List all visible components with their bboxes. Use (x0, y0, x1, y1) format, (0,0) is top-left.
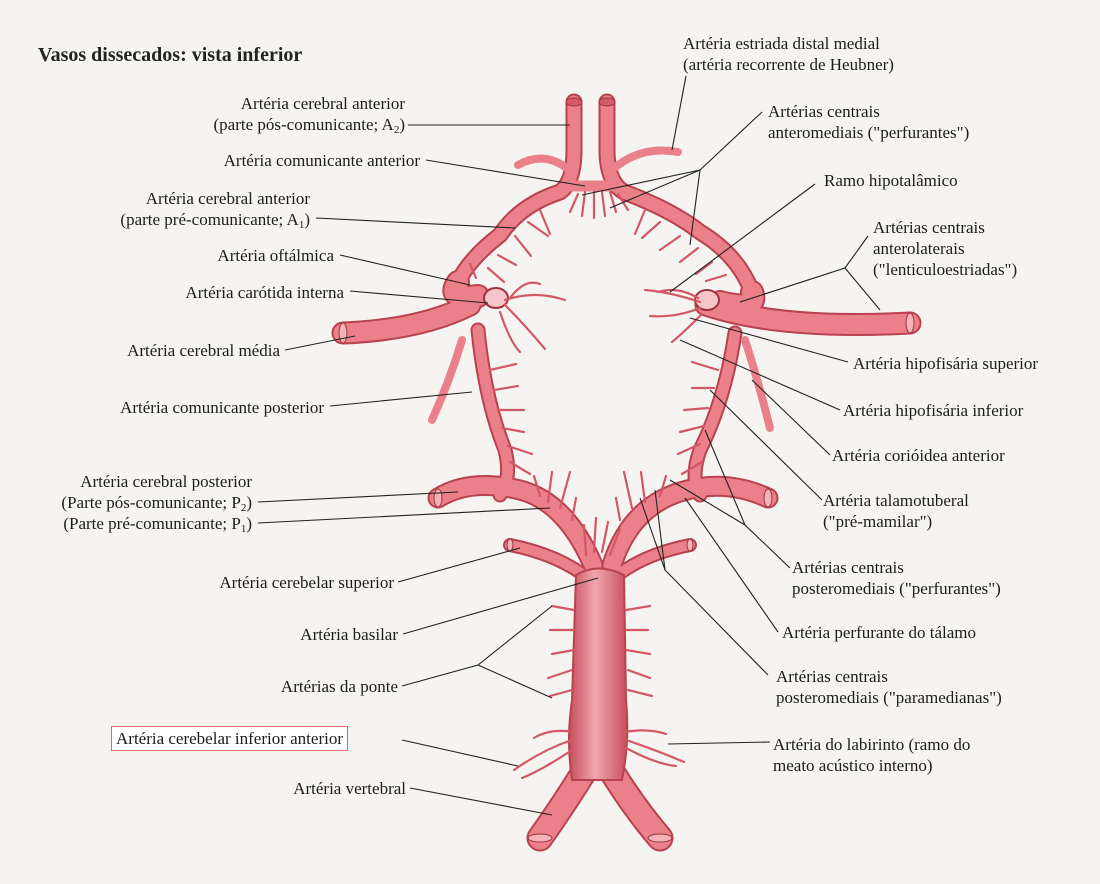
artery-fills (333, 95, 920, 850)
label-centrais-posteromediais-perfurantes: Artérias centrais posteromediais ("perfu… (792, 558, 1001, 598)
label-estriada-distal-medial: Artéria estriada distal medial (artéria … (683, 34, 894, 74)
label-hipofisaria-superior: Artéria hipofisária superior (853, 354, 1039, 373)
aca-right (600, 95, 759, 299)
vertebral-right (602, 763, 672, 850)
aca-right-end (598, 97, 616, 107)
label-hipofisaria-inferior: Artéria hipofisária inferior (843, 401, 1024, 420)
perforator-branch (568, 190, 630, 220)
leader-carotida (349, 290, 489, 304)
leader-ponte (401, 605, 553, 699)
leader-labirinto (667, 741, 771, 745)
leader-centrais-pmed (639, 489, 769, 676)
label-centrais-anterolaterais: Artérias centrais anterolaterais ("lenti… (873, 218, 1018, 279)
label-perfurante-talamo: Artéria perfurante do tálamo (782, 623, 976, 642)
label-labirinto: Artéria do labirinto (ramo do meato acús… (773, 735, 971, 775)
ica-right-end (694, 289, 720, 311)
leader-comunicante-anterior (425, 159, 586, 187)
label-vertebral: Artéria vertebral (293, 779, 406, 798)
perforator-branch (643, 288, 704, 344)
heubner-artery (608, 146, 682, 174)
leader-estriada (671, 75, 687, 151)
perforator-branch (614, 470, 668, 522)
leader-perfurante-talamo (684, 497, 779, 633)
leader-talamotuberal (709, 389, 823, 501)
leader-vertebral (409, 787, 553, 816)
leader-cerebelar-inferior-anterior (401, 739, 519, 767)
leader-cerebelar-superior (397, 547, 521, 583)
mca-right (696, 295, 920, 335)
leader-cerebral-media (284, 335, 356, 351)
choroidal-right (741, 336, 774, 432)
pca-left (429, 477, 602, 574)
label-talamotuberal: Artéria talamotuberal ("pré-mamilar") (823, 491, 969, 531)
vessel-openings (338, 97, 915, 843)
vertebral-left (528, 763, 594, 850)
label-arterias-da-ponte: Artérias da ponte (280, 677, 398, 696)
leader-comunicante-posterior (329, 391, 473, 407)
label-comunicante-posterior: Artéria comunicante posterior (120, 398, 324, 417)
label-centrais-posteromediais-paramedianas: Artérias centrais posteromediais ("param… (776, 667, 1002, 707)
leader-centrais-al (739, 235, 881, 311)
perforator-branch (582, 516, 622, 557)
label-carotida-interna: Artéria carótida interna (185, 283, 344, 302)
pcom-left (472, 324, 514, 501)
pca-right (603, 477, 777, 574)
label-corioidea-anterior: Artéria corióidea anterior (832, 446, 1005, 465)
leader-oftalmica (339, 254, 471, 286)
leader-hipofisaria-inferior (679, 339, 841, 411)
perforating-branches (468, 190, 728, 780)
leader-aca-a1 (315, 217, 516, 229)
label-oftalmica: Artéria oftálmica (217, 246, 334, 265)
perforator-branch (676, 360, 720, 476)
perforator-branch (532, 470, 578, 522)
heubner-artery-left (514, 154, 573, 174)
pca-left-end (433, 488, 443, 508)
mca-left-end (338, 322, 348, 344)
label-ramo-hipotalamico: Ramo hipotalâmico (824, 171, 958, 190)
figure-title: Vasos dissecados: vista inferior (38, 44, 303, 66)
aica-left (512, 729, 576, 780)
label-cerebral-posterior: Artéria cerebral posterior (Parte pós-co… (61, 472, 252, 535)
leader-ramo-hipotalamico (669, 183, 816, 293)
aca-left (451, 95, 581, 289)
leader-basilar (402, 577, 599, 635)
perforator-branch (488, 362, 534, 476)
perforator-branch (633, 208, 728, 283)
pca-right-end (763, 488, 773, 508)
label-basilar: Artéria basilar (300, 625, 398, 644)
pontine-branch (624, 604, 654, 698)
label-cerebral-anterior-a2: Artéria cerebral anterior (parte pós-com… (213, 94, 406, 136)
perforator-branch (498, 281, 567, 354)
vertebral-right-end (647, 833, 673, 843)
label-cerebral-media: Artéria cerebral média (127, 341, 280, 360)
pontine-branch (546, 604, 576, 698)
mca-right-end (905, 312, 915, 334)
label-cerebelar-superior: Artéria cerebelar superior (219, 573, 394, 592)
perforator-branch (468, 208, 552, 284)
label-cerebelar-inferior-anterior: Artéria cerebelar inferior anterior (111, 726, 348, 751)
leader-corioidea (751, 379, 831, 456)
leader-hipofisaria-superior (689, 317, 849, 363)
label-comunicante-anterior: Artéria comunicante anterior (223, 151, 420, 170)
sca-right-end (686, 538, 694, 552)
sca-left-end (506, 538, 514, 552)
basilar-trunk (568, 567, 629, 781)
leader-pca-p1 (257, 507, 551, 524)
aica-right (622, 729, 686, 768)
vertebral-left-end (527, 833, 553, 843)
leader-lines (257, 75, 881, 816)
label-centrais-anteromediais: Artérias centrais anteromediais ("perfur… (768, 102, 970, 142)
label-cerebral-anterior-a1: Artéria cerebral anterior (parte pré-com… (120, 189, 310, 231)
leader-centrais-pm (669, 429, 791, 569)
aca-left-end (565, 97, 583, 107)
mca-left (333, 295, 480, 343)
leader-pca-p2 (257, 491, 459, 503)
leader-centrais-am (581, 111, 763, 246)
choroidal-left (428, 336, 466, 424)
